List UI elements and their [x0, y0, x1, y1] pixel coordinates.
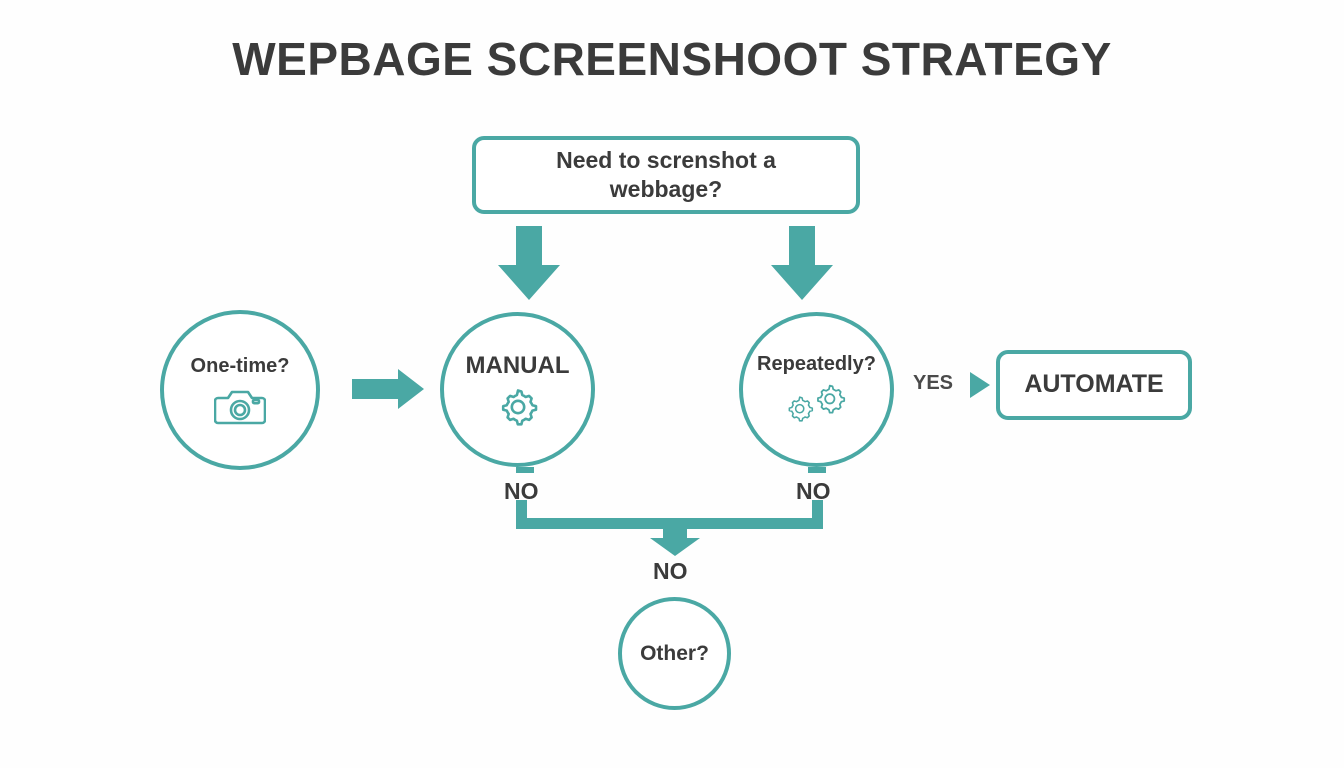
connector-stub-right [808, 467, 826, 473]
node-one-time-circle[interactable]: One-time? [160, 310, 320, 470]
double-gear-icon [786, 380, 848, 426]
connector-vertical-right [812, 500, 823, 528]
page-title: WEPBAGE SCREENSHOOT STRATEGY [232, 33, 1112, 85]
edge-label-no-left: NO [504, 478, 539, 504]
arrow-question-to-repeatedly [771, 226, 833, 300]
node-automate-label: AUTOMATE [1024, 370, 1164, 399]
edge-label-yes: YES [913, 372, 954, 394]
gear-icon [497, 386, 539, 428]
edge-label-no-bottom: NO [653, 558, 688, 584]
node-repeatedly-label: Repeatedly? [757, 353, 876, 375]
arrow-yes-to-automate [970, 372, 990, 398]
node-repeatedly-circle[interactable]: Repeatedly? [739, 312, 894, 467]
connector-horizontal-merge [516, 518, 823, 529]
node-manual-label: MANUAL [465, 351, 570, 379]
node-one-time-label: One-time? [190, 354, 290, 377]
node-manual-circle[interactable]: MANUAL [440, 312, 595, 467]
node-automate-box[interactable]: AUTOMATE [996, 350, 1192, 420]
node-question-line1: Need to screnshot a [556, 147, 776, 174]
arrow-merge-to-other [650, 528, 700, 556]
node-other-circle[interactable]: Other? [618, 597, 731, 710]
connector-stub-left [516, 467, 534, 473]
arrow-onetime-to-manual [352, 369, 424, 409]
camera-icon [213, 386, 267, 426]
node-question-line2: webbage? [609, 176, 723, 202]
edge-label-no-right: NO [796, 478, 831, 504]
arrow-question-to-manual [498, 226, 560, 300]
node-question-box[interactable]: Need to screnshot a webbage? [472, 136, 860, 214]
node-other-label: Other? [640, 641, 709, 665]
connector-vertical-left [516, 500, 527, 528]
